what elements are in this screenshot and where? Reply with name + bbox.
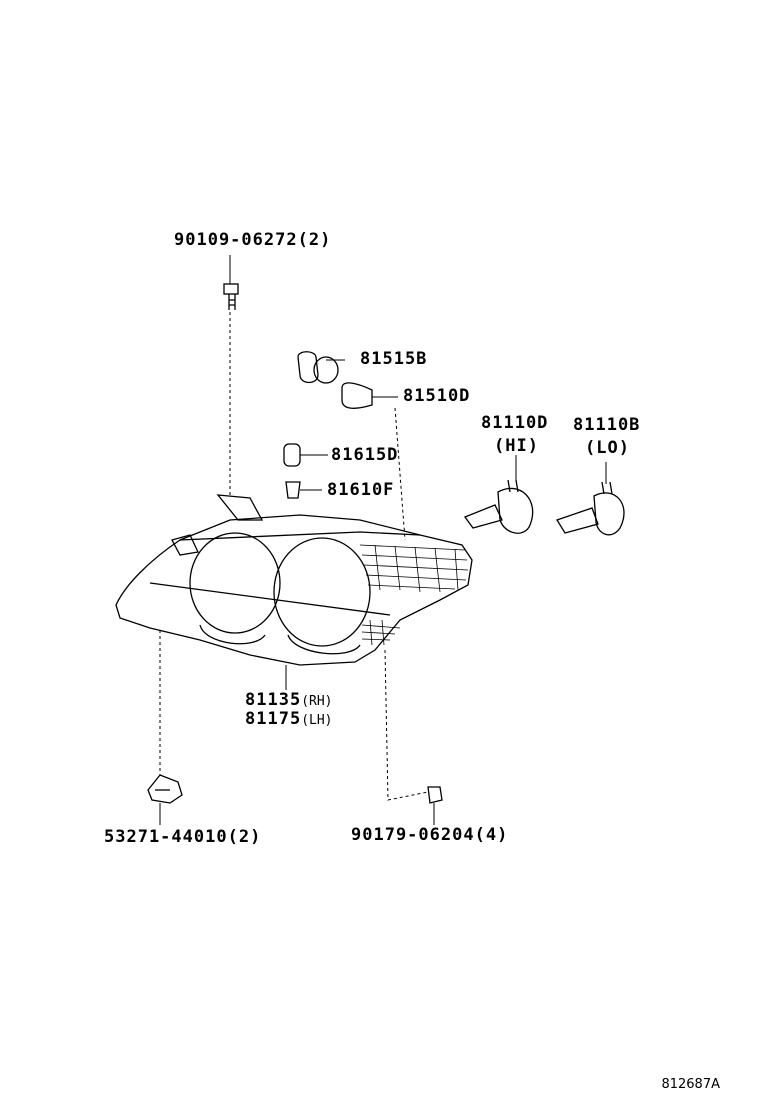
bulb-small <box>285 481 301 499</box>
label-bulb-side: 81510D <box>403 386 471 406</box>
assembly-lines <box>159 312 429 801</box>
bolt-number: 90109-06272 <box>174 230 298 250</box>
label-unit-rh: 81135(RH) <box>245 690 333 712</box>
headlamp-unit <box>115 494 473 666</box>
label-socket-small: 81615D <box>331 445 399 465</box>
nut-part <box>427 786 443 804</box>
nut-qty: (4) <box>474 825 509 845</box>
label-bulb-lo-tag: (LO) <box>585 438 630 458</box>
label-bracket: 53271-44010(2) <box>104 827 261 847</box>
leader-lines <box>159 255 607 825</box>
nut-number: 90179-06204 <box>351 825 475 845</box>
socket-small <box>283 443 301 467</box>
label-bolt: 90109-06272(2) <box>174 230 331 250</box>
label-bulb-hi: 81110D <box>481 413 549 433</box>
label-socket-side: 81515B <box>360 349 428 369</box>
bulb-side-marker <box>341 382 373 409</box>
bulb-lo-part <box>556 481 625 536</box>
unit-lh-tag: (LH) <box>301 713 333 728</box>
label-bulb-small: 81610F <box>327 480 395 500</box>
bracket-part <box>147 774 183 804</box>
bracket-qty: (2) <box>227 827 262 847</box>
unit-lh-number: 81175 <box>245 709 302 729</box>
label-bulb-hi-tag: (HI) <box>494 436 539 456</box>
bracket-number: 53271-44010 <box>104 827 228 847</box>
bolt-qty: (2) <box>297 230 332 250</box>
label-bulb-lo: 81110B <box>573 415 641 435</box>
figure-id: 812687A <box>661 1077 720 1092</box>
bolt-part <box>223 283 239 310</box>
unit-rh-tag: (RH) <box>301 694 333 709</box>
bulb-hi-part <box>463 479 534 534</box>
socket-side-marker <box>297 351 339 384</box>
unit-rh-number: 81135 <box>245 690 302 710</box>
label-nut: 90179-06204(4) <box>351 825 508 845</box>
label-unit-lh: 81175(LH) <box>245 709 333 731</box>
